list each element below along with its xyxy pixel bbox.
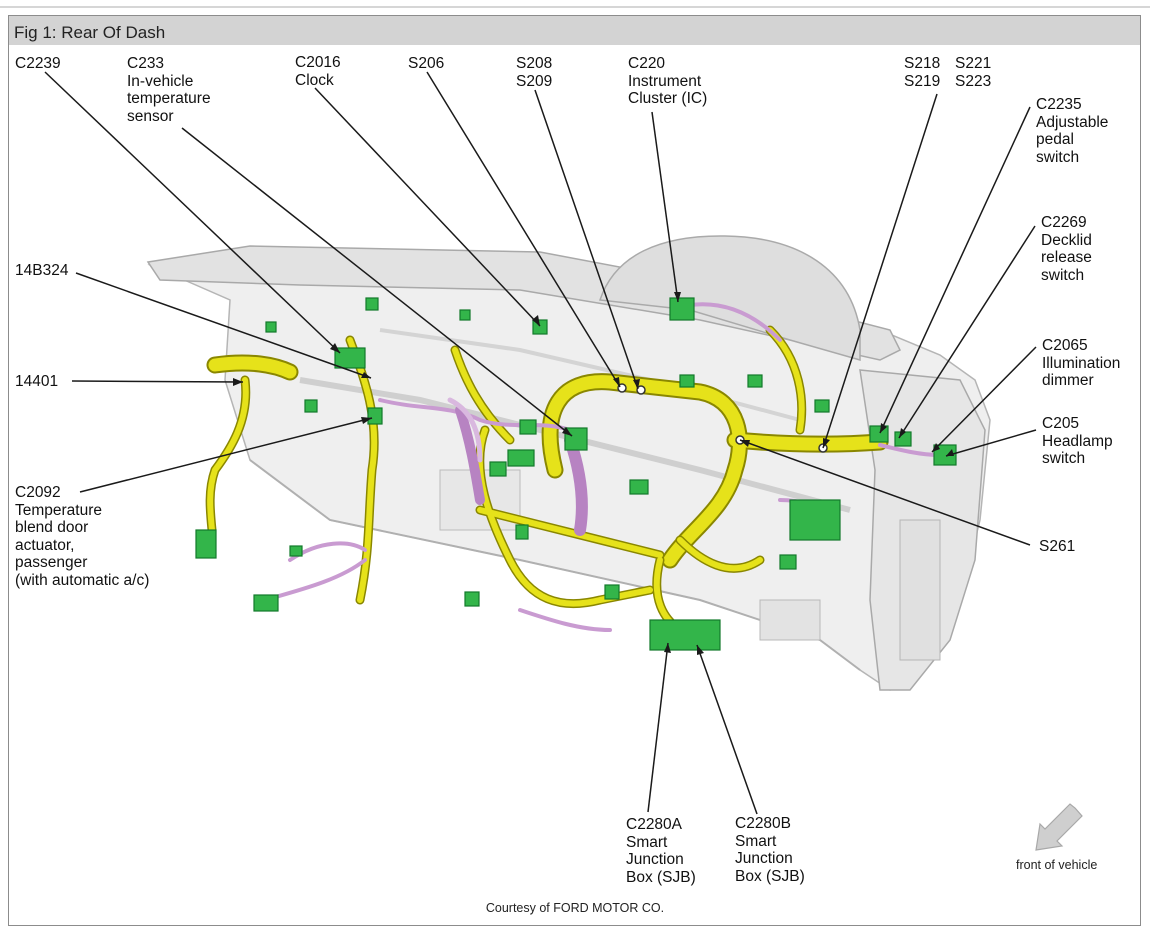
callout-line: blend door [15, 519, 89, 536]
callout-line: C2280B [735, 815, 792, 832]
callout-line: temperature [127, 90, 211, 107]
callout-line: release [1041, 249, 1092, 266]
callout-line: Box (SJB) [735, 867, 805, 885]
front-of-vehicle-arrow-icon [1035, 803, 1083, 851]
callout-line: S261 [1039, 538, 1076, 555]
callout-line: S218 [904, 55, 941, 72]
callout-line: C220 [628, 55, 666, 72]
callout-line: actuator, [15, 536, 75, 554]
callout-line: S206 [408, 55, 445, 72]
callout-line: C205 [1042, 415, 1080, 432]
callout-line: Decklid [1041, 231, 1092, 249]
callout-line: S221 [955, 55, 992, 72]
callout-s206: S206 [408, 55, 444, 73]
callout-line: Illumination [1042, 354, 1121, 372]
callout-line: S223 [955, 72, 992, 90]
courtesy-credit: Courtesy of FORD MOTOR CO. [485, 901, 665, 915]
callout-c220: C220 Instrument Cluster (IC) [628, 55, 707, 108]
callout-c2280a: C2280A Smart Junction Box (SJB) [626, 816, 696, 886]
callout-line: S219 [904, 72, 941, 90]
callout-line: 14401 [15, 373, 59, 390]
callout-line: dimmer [1042, 372, 1094, 389]
callout-line: Cluster (IC) [628, 90, 708, 107]
callout-line: Temperature [15, 501, 103, 519]
callout-line: passenger [15, 554, 88, 571]
callout-line: C2065 [1042, 337, 1088, 354]
callout-c2269: C2269 Decklid release switch [1041, 214, 1092, 284]
callout-line: switch [1036, 148, 1080, 166]
figure-caption-bar: Fig 1: Rear Of Dash [9, 16, 1140, 45]
callout-line: Instrument [628, 72, 702, 90]
callout-line: pedal [1036, 131, 1074, 148]
callout-line: 14B324 [15, 262, 69, 279]
callout-s218-s219: S218 S219 [904, 55, 940, 90]
callout-c2235: C2235 Adjustable pedal switch [1036, 96, 1108, 166]
callout-line: (with automatic a/c) [15, 571, 150, 589]
callout-line: C2239 [15, 55, 61, 72]
callout-line: Headlamp [1042, 432, 1113, 450]
callout-c2092: C2092 Temperature blend door actuator, p… [15, 484, 149, 589]
connectors-illustration [195, 297, 957, 651]
callout-c2065: C2065 Illumination dimmer [1042, 337, 1120, 390]
callout-line: switch [1042, 450, 1086, 467]
callout-line: Clock [295, 71, 334, 89]
callout-s261: S261 [1039, 538, 1075, 556]
callout-line: Smart [626, 833, 668, 851]
callout-c2016: C2016 Clock [295, 54, 341, 89]
callout-line: Adjustable [1036, 113, 1109, 131]
callout-leader-lines [44, 71, 1037, 815]
callout-line: Box (SJB) [626, 868, 696, 886]
callout-arrowheads [233, 292, 954, 655]
callout-c233: C233 In-vehicle temperature sensor [127, 55, 211, 125]
callout-14b324: 14B324 [15, 262, 68, 280]
callout-line: C233 [127, 55, 165, 72]
callout-line: S209 [516, 72, 553, 90]
callout-line: Junction [735, 850, 793, 867]
callout-line: Smart [735, 832, 777, 850]
callout-line: C2269 [1041, 214, 1087, 231]
callout-line: switch [1041, 266, 1085, 284]
callout-c2239: C2239 [15, 55, 61, 73]
callout-line: C2092 [15, 484, 61, 501]
callout-line: C2235 [1036, 96, 1082, 113]
callout-line: C2016 [295, 54, 341, 71]
splice-markers [617, 383, 828, 453]
callout-line: Junction [626, 851, 684, 868]
callout-line: S208 [516, 55, 553, 72]
callout-line: In-vehicle [127, 72, 194, 90]
callout-line: sensor [127, 107, 174, 125]
callout-s208-s209: S208 S209 [516, 55, 552, 90]
top-rule [0, 6, 1150, 8]
figure-caption: Fig 1: Rear Of Dash [14, 23, 166, 42]
callout-c205: C205 Headlamp switch [1042, 415, 1113, 468]
callout-c2280b: C2280B Smart Junction Box (SJB) [735, 815, 805, 885]
callout-line: C2280A [626, 816, 683, 833]
callout-14401: 14401 [15, 373, 58, 391]
front-of-vehicle-label: front of vehicle [1016, 858, 1098, 872]
callout-s221-s223: S221 S223 [955, 55, 991, 90]
